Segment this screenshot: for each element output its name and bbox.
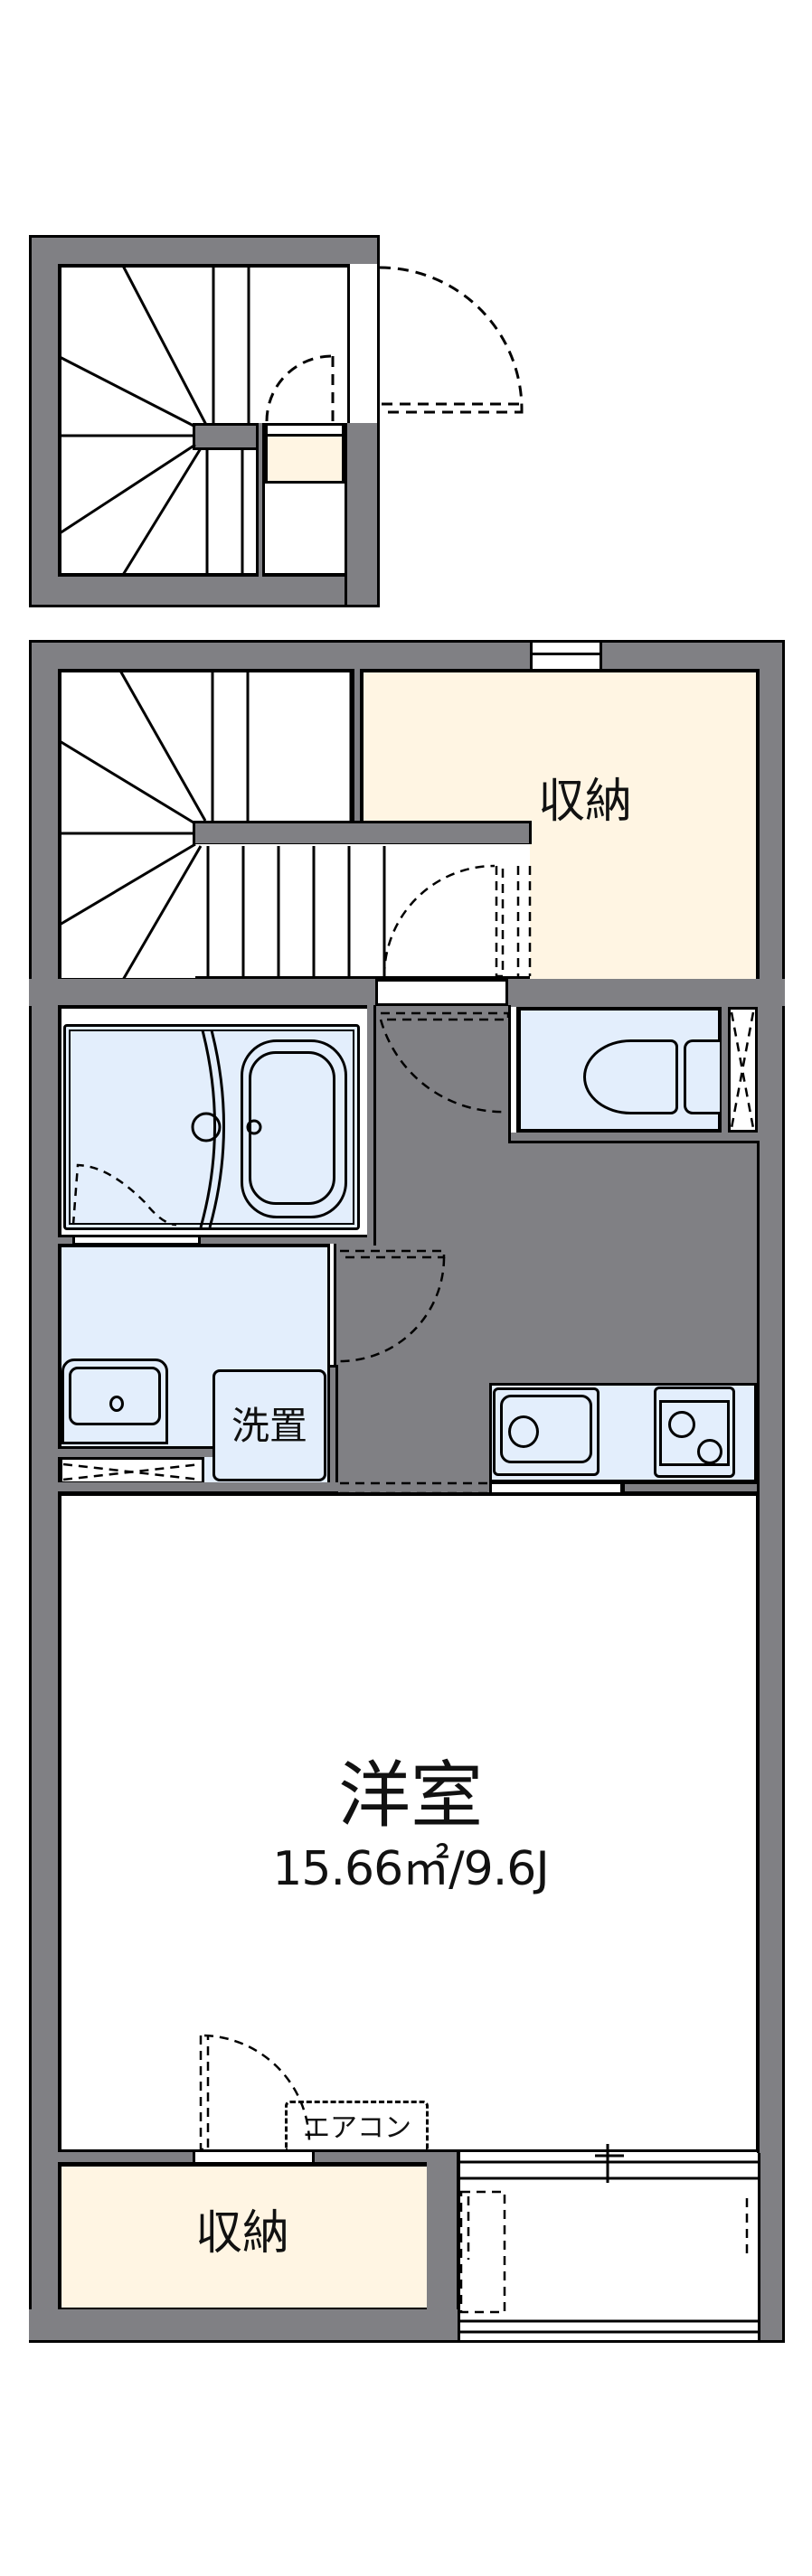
entrance-shoe-closet-fill: [265, 434, 345, 484]
kitchen-stove: [654, 1387, 735, 1478]
top-window: [530, 640, 602, 671]
toilet-closet: [728, 1007, 758, 1133]
toilet-bowl: [583, 1039, 678, 1114]
storage-upper-label: 収納: [537, 775, 633, 829]
washing-machine-label: 洗置: [231, 1404, 308, 1448]
western-room-label: 洋室: [338, 1753, 483, 1838]
toilet-door-frame: [508, 1007, 519, 1133]
western-room-area: 15.66㎡/9.6J: [272, 1842, 549, 1896]
air-conditioner-label: エアコン: [303, 2112, 411, 2144]
balcony-right-wall: [758, 2149, 785, 2343]
bath-right-wall: [367, 1005, 376, 1246]
air-conditioner-box: [285, 2101, 429, 2151]
bottom-wall: [29, 2309, 459, 2343]
kitchen-sink: [493, 1387, 600, 1476]
stair-lower-run: [195, 844, 530, 980]
wash-door-frame: [327, 1244, 336, 1367]
hall-door-opening: [375, 979, 508, 1006]
bathtub: [241, 1039, 347, 1218]
washing-machine-space: [212, 1369, 326, 1481]
toilet-tank: [684, 1039, 720, 1114]
entrance-partition: [256, 423, 265, 577]
storage-lower: [58, 2163, 430, 2311]
storage-upper-lower-fill: [530, 844, 756, 980]
storage-lower-label: 収納: [194, 2206, 290, 2261]
western-room: [58, 1492, 760, 2153]
wash-shelf-wall: [58, 1446, 213, 1457]
entrance-side-wall: [345, 423, 380, 607]
wash-basin: [61, 1359, 168, 1444]
right-outer-wall: [757, 1143, 785, 2153]
